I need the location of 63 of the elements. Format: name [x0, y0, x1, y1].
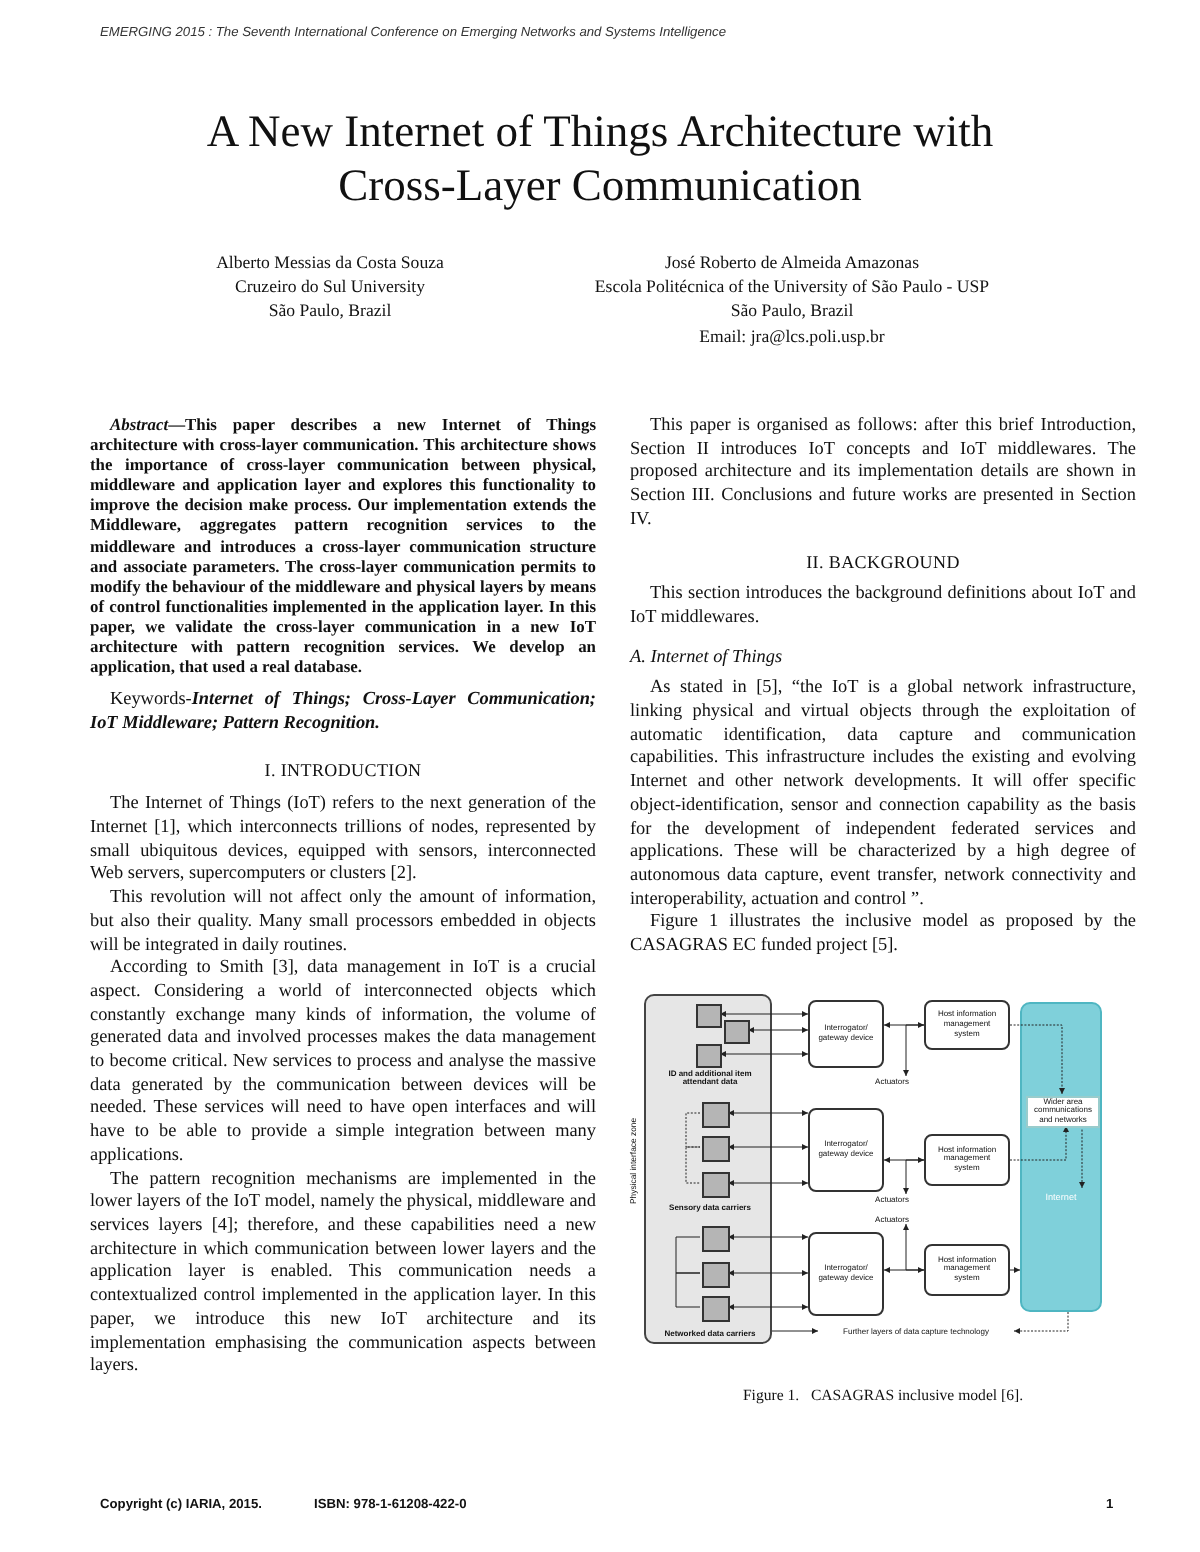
device-square: [724, 1019, 750, 1044]
network-box: [1026, 1095, 1100, 1128]
device-square: [702, 1135, 730, 1162]
keywords-line: Keywords-Internet of Things; Cross-Layer Communication; IoT Middleware; Pattern Recognition.: [90, 688, 596, 736]
body-paragraph: As stated in [5], “the IoT is a global network infrastructure, linking physical and virtual objects through the exploitation of automatic identification, data capture and communication capabilities. This infrastructure includes the existing and evolving Internet and other network developments. It will offer specific object-identification, sensor and connection capability as the basis for the development of independent federated services and applications. These will be characterized by a high degree of autonomous data capture, event transfer, network connectivity and interoperability, actuation and control ”.: [630, 676, 1136, 911]
author-info: Email: jra@lcs.poli.usp.br: [699, 323, 885, 348]
process-box: [924, 999, 1010, 1050]
arrow: [1009, 1125, 1070, 1161]
arrow: [747, 1026, 809, 1033]
section-heading: I. INTRODUCTION: [262, 759, 424, 783]
body-paragraph: This section introduces the background definitions about IoT and IoT middlewares.: [630, 582, 1136, 630]
device-square: [702, 1225, 730, 1252]
connector-line: [675, 1272, 701, 1308]
arrow: [727, 1179, 809, 1186]
arrow: [727, 1109, 809, 1116]
process-box: [808, 1107, 884, 1192]
arrow: [902, 1024, 925, 1077]
author-info: José Roberto de Almeida Amazonas: [664, 250, 920, 275]
connector-line: [685, 1146, 701, 1184]
body-paragraph: The Internet of Things (IoT) refers to the next generation of the Internet [1], which interconnects trillions of nodes, represented by small ubiquitous devices, equipped with sensors, interconnected Web servers, supercomputers or clusters [2].: [90, 792, 596, 887]
connector-line: [675, 1236, 701, 1274]
arrow: [771, 1327, 819, 1334]
arrow: [719, 1010, 809, 1017]
device-square: [702, 1171, 730, 1198]
process-box: [924, 1133, 1010, 1186]
arrow: [883, 1156, 925, 1163]
process-box: [808, 1231, 884, 1316]
arrow: [883, 1266, 925, 1273]
author-info: São Paulo, Brazil: [730, 298, 854, 324]
body-paragraph: This paper is organised as follows: after this brief Introduction, Section II introduces IoT concepts and IoT middlewares. The proposed architecture and its implementation details are shown in Section III. Conclusions and future works are presented in Section IV.: [630, 414, 1136, 532]
subsection-heading: A. Internet of Things: [630, 645, 785, 669]
arrow: [1009, 1266, 1021, 1273]
paper-title: A New Internet of Things Architecture with Cross-Layer Communication: [204, 104, 996, 212]
body-paragraph: This revolution will not affect only the amount of information, but also their quality. Many small processors embedded in objects will be integrated in daily routines.: [90, 886, 596, 957]
process-box: [808, 999, 884, 1068]
arrow: [902, 1223, 925, 1271]
arrow: [727, 1233, 809, 1240]
body-paragraph: The pattern recognition mechanisms are implemented in the lower layers of the IoT model, namely the physical, middleware and services layers [4]; therefore, and these capabilities need a new architecture in which communication between lower layers and the application layer is enabled. This communication needs a contextualized control implemented in the application layer. In this paper, we introduce this new IoT architecture and its implementation emphasising the communication aspects between layers.: [90, 1167, 596, 1378]
arrow: [1009, 1024, 1066, 1095]
author-info: Alberto Messias da Costa Souza: [216, 250, 444, 275]
device-square: [702, 1295, 730, 1322]
process-box: [924, 1243, 1010, 1296]
arrow: [1078, 1125, 1086, 1189]
author-info: Cruzeiro do Sul University: [234, 274, 426, 299]
device-square: [702, 1261, 730, 1288]
arrow: [1013, 1311, 1069, 1334]
device-square: [696, 1043, 722, 1068]
device-square: [696, 1003, 722, 1028]
section-heading: II. BACKGROUND: [804, 551, 962, 575]
connector-line: [685, 1112, 701, 1148]
abstract-paragraph: Abstract—This paper describes a new Internet of Things architecture with cross-layer communication. This architecture shows the importance of cross-layer communication between physical, middleware and application layer and explores this functionality to improve the decision make process. Our implementation extends the Middleware, aggregates pattern recognition services to the middleware and introduces a cross-layer communication structure and associate parameters. The cross-layer communication permits to modify the behaviour of the middleware and physical layers by means of control functionalities implemented in the application layer. In this paper, we validate the cross-layer communication in a new IoT architecture with pattern recognition services. We develop an application, that used a real database.: [90, 414, 596, 677]
body-paragraph: According to Smith [3], data management in IoT is a crucial aspect. Considering a world of interconnected objects which constantly exchange many kinds of information, the volume of generated data and involved processes makes the data management to become critical. New services to process and analyse the massive data generated by the communication between devices will be needed. These services will need to have open interfaces and will have to be able to provide a simple integration between many applications.: [90, 956, 596, 1168]
arrow: [719, 1050, 809, 1057]
author-info: Escola Politécnica of the University of São Paulo - USP: [594, 274, 990, 299]
arrow: [902, 1159, 925, 1195]
arrow: [883, 1021, 925, 1028]
arrow: [727, 1143, 809, 1150]
body-paragraph: Figure 1 illustrates the inclusive model as proposed by the CASAGRAS EC funded project [5].: [630, 910, 1136, 958]
device-square: [702, 1101, 730, 1128]
arrow: [727, 1303, 809, 1310]
author-info: São Paulo, Brazil: [268, 298, 392, 324]
internet-panel: [1020, 1001, 1102, 1312]
arrow: [727, 1269, 809, 1276]
